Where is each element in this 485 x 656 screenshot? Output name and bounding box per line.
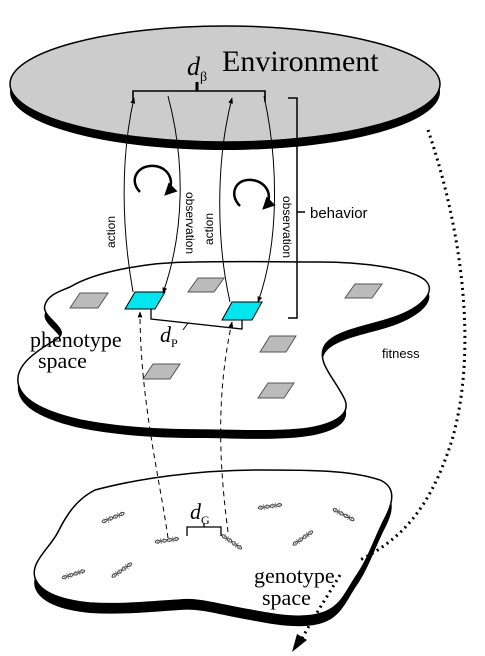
phenotype-space-label-line1: phenotype — [30, 327, 122, 352]
fitness-label: fitness — [382, 346, 420, 361]
behavior-label: behavior — [310, 205, 368, 222]
phenotype-tile — [344, 283, 383, 299]
phenotype-tile — [257, 382, 295, 399]
cycle-arrow-icon — [233, 178, 276, 210]
action-arrow — [219, 97, 233, 303]
observation-label-right: observation — [280, 196, 294, 258]
genotype-space-label-line2: space — [262, 585, 311, 610]
fitness-arrow-tail — [298, 574, 342, 643]
phenotype-tile — [142, 363, 181, 380]
genotype-space — [33, 469, 393, 627]
phenotype-surface — [17, 260, 431, 432]
genotype-distance-label: dG — [190, 499, 210, 527]
environment-disc — [9, 25, 441, 150]
env-distance-bracket — [132, 90, 266, 102]
phenotype-distance-label: dP — [160, 322, 178, 350]
genotype-space-label-line1: genotype — [254, 563, 335, 588]
active-phenotype-tile-left — [124, 291, 166, 310]
action-label-right: action — [202, 213, 216, 245]
action-arrow — [123, 97, 136, 293]
phenotype-space-label-line2: space — [38, 348, 87, 373]
phenotype-tile — [69, 292, 109, 309]
interaction-loop-right — [219, 95, 276, 303]
cycle-arrow-icon — [133, 164, 178, 196]
env-distance-label: dβ — [187, 52, 207, 85]
active-phenotype-tile-right — [221, 301, 263, 321]
genotype-surface — [33, 469, 393, 617]
observation-arrow — [162, 95, 181, 294]
mapping-arrow-right — [220, 321, 234, 533]
phenotype-tiles — [69, 277, 383, 399]
phenotype-tile — [187, 277, 225, 293]
environment-label: Environment — [222, 45, 379, 78]
phenotype-distance-tick — [182, 322, 189, 331]
action-label-left: action — [104, 216, 118, 248]
phenotype-space — [17, 260, 431, 439]
behavior-bracket — [288, 97, 298, 319]
phenotype-tile — [259, 335, 297, 353]
observation-label-left: observation — [183, 192, 197, 254]
phenotype-distance-bracket — [150, 309, 243, 330]
environment-surface — [9, 25, 441, 143]
fitness-arrowhead-icon — [292, 634, 307, 652]
interaction-loop-left — [123, 95, 181, 294]
fitness-arrow — [359, 129, 467, 562]
mapping-arrow-left — [137, 311, 169, 539]
